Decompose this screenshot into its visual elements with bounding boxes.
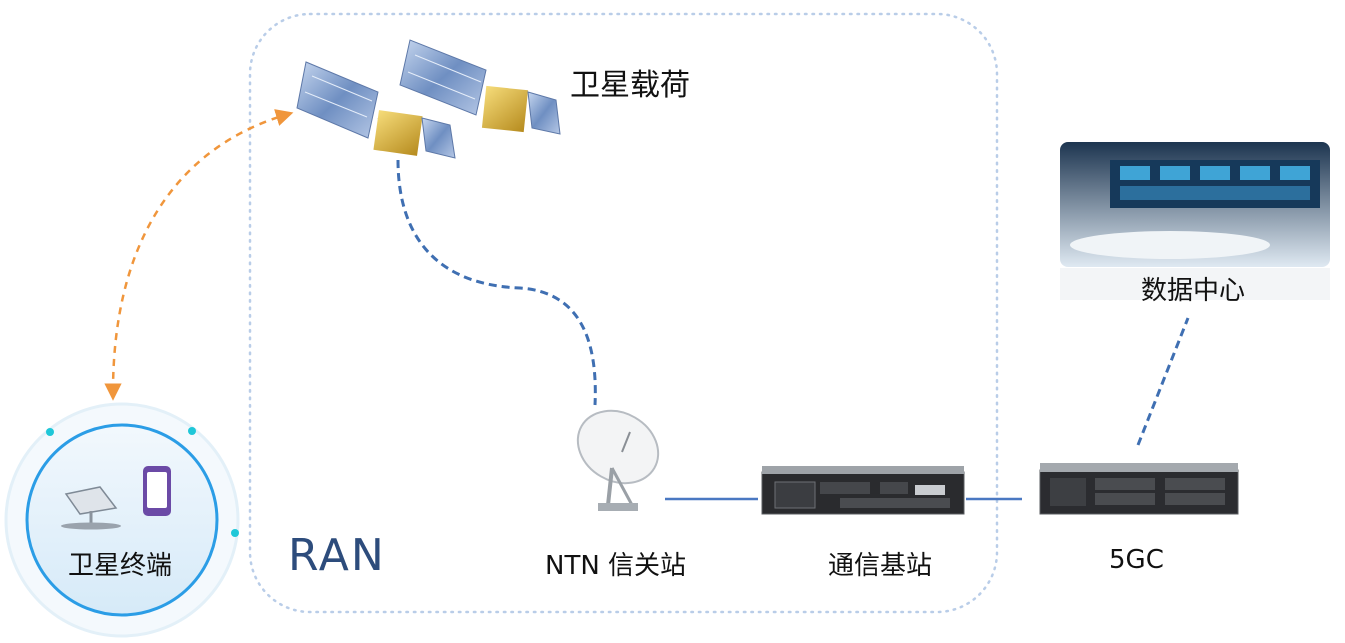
terminal-satellite-link: [104, 109, 294, 401]
satellite-dish-icon: [576, 409, 660, 511]
ran-group-label: RAN: [288, 530, 386, 581]
accent-dot: [231, 529, 239, 537]
core-server-icon: [1039, 463, 1239, 515]
core-datacenter-link: [1136, 317, 1190, 446]
phone-icon: [143, 466, 171, 516]
satellite-payload-label: 卫星载荷: [570, 68, 690, 103]
satellite-icon: [399, 39, 561, 135]
core-label: 5GC: [1109, 545, 1164, 575]
base-station-server-icon: [761, 466, 965, 515]
terminal-antenna-icon: [61, 486, 121, 530]
ran-group-border: [248, 12, 999, 614]
data-center-image: [1060, 142, 1330, 300]
satellite-icon: [296, 61, 456, 159]
satellite-gateway-link: [396, 159, 597, 406]
satellite-terminal-label: 卫星终端: [68, 551, 173, 581]
accent-dot: [188, 427, 196, 435]
ntn-gateway-label: NTN 信关站: [545, 551, 687, 581]
accent-dot: [46, 428, 54, 436]
base-station-label: 通信基站: [828, 551, 933, 581]
satellite-terminal-node: [4, 402, 240, 638]
data-center-label: 数据中心: [1141, 276, 1246, 306]
